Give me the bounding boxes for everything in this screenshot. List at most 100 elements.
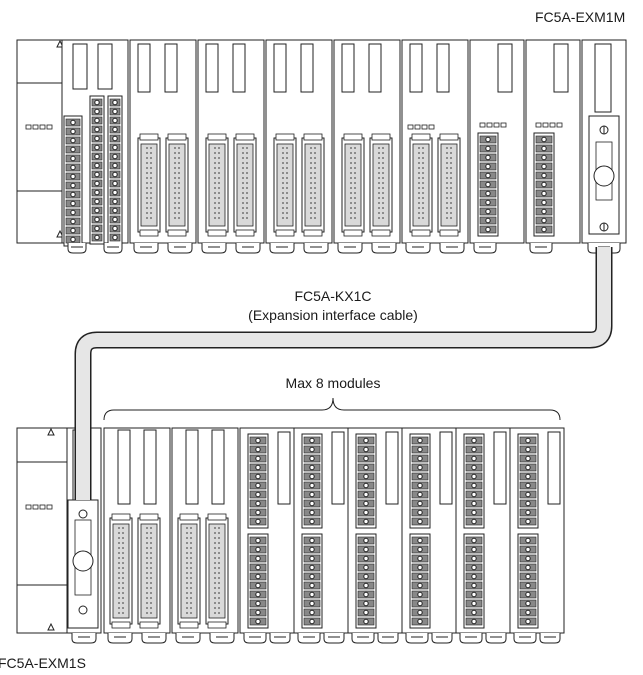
terminal-screw <box>485 154 491 161</box>
pin <box>190 582 192 584</box>
pin <box>314 207 316 209</box>
terminal-screw <box>309 482 315 489</box>
terminal-screw <box>70 200 76 207</box>
pin <box>186 612 188 614</box>
brace-line <box>103 397 561 421</box>
terminal-screw <box>112 126 118 133</box>
pin <box>350 207 352 209</box>
connector-latch-top <box>207 133 227 141</box>
pin <box>146 152 148 154</box>
pin <box>382 162 384 164</box>
pin <box>150 532 152 534</box>
terminal-screw <box>112 207 118 214</box>
pin <box>354 157 356 159</box>
pin <box>422 162 424 164</box>
pin <box>382 197 384 199</box>
connector-latch-bottom <box>167 229 187 237</box>
terminal-screw <box>485 145 491 152</box>
pin <box>246 202 248 204</box>
pin <box>146 157 148 159</box>
pin <box>418 197 420 199</box>
din-rail-hook <box>103 243 123 254</box>
pin <box>186 587 188 589</box>
pin <box>418 217 420 219</box>
terminal-screw <box>417 564 423 571</box>
terminal-strip-lower <box>517 533 539 629</box>
pin <box>150 577 152 579</box>
terminal-screw <box>70 128 76 135</box>
status-led <box>39 124 46 130</box>
pin <box>282 187 284 189</box>
din-rail-hook <box>107 633 133 644</box>
io-connector <box>233 133 257 237</box>
terminal-screw <box>112 234 118 241</box>
terminal-screw <box>363 437 369 444</box>
pin <box>314 152 316 154</box>
connector-face <box>208 523 226 619</box>
cpu-slot <box>97 43 113 90</box>
terminal-screw <box>94 171 100 178</box>
connector-latch-top <box>179 513 199 521</box>
terminal-screw <box>112 216 118 223</box>
pin <box>150 612 152 614</box>
pin <box>214 527 216 529</box>
terminal-screw <box>112 153 118 160</box>
terminal-strip-upper <box>409 433 431 529</box>
module-slot <box>341 43 355 93</box>
pin <box>314 147 316 149</box>
upper-rack <box>16 39 627 254</box>
pin <box>214 192 216 194</box>
terminal-screw <box>255 491 261 498</box>
status-led <box>549 122 556 128</box>
pin <box>178 217 180 219</box>
status-led <box>428 124 435 130</box>
pin <box>190 542 192 544</box>
terminal-screw <box>255 464 261 471</box>
connector-face <box>208 143 226 227</box>
terminal-screw <box>417 537 423 544</box>
pin <box>450 217 452 219</box>
pin <box>310 182 312 184</box>
terminal-screw <box>363 500 369 507</box>
terminal-screw <box>70 236 76 243</box>
pin <box>446 197 448 199</box>
pin <box>150 187 152 189</box>
terminal-screw <box>485 181 491 188</box>
pin <box>150 527 152 529</box>
terminal-screw <box>309 518 315 525</box>
pin <box>218 562 220 564</box>
pin <box>218 577 220 579</box>
cpu-slot <box>72 43 88 90</box>
pin <box>282 212 284 214</box>
connector-latch-top <box>111 513 131 521</box>
status-led <box>542 122 549 128</box>
pin <box>186 557 188 559</box>
pin <box>122 527 124 529</box>
pin <box>310 187 312 189</box>
din-rail-hook <box>439 243 465 254</box>
terminal-screw <box>471 555 477 562</box>
pin <box>218 557 220 559</box>
terminal-screw <box>255 609 261 616</box>
terminal-screw <box>70 218 76 225</box>
module-slot <box>385 431 399 505</box>
pin <box>422 172 424 174</box>
pin <box>382 147 384 149</box>
pin <box>118 582 120 584</box>
pin <box>150 592 152 594</box>
pin <box>246 167 248 169</box>
pin <box>122 572 124 574</box>
din-rail-hook <box>175 633 201 644</box>
terminal-screw <box>363 518 369 525</box>
terminal-screw <box>525 446 531 453</box>
terminal-screw <box>363 618 369 625</box>
pin <box>218 572 220 574</box>
pin <box>174 217 176 219</box>
terminal-screw <box>255 518 261 525</box>
pin <box>174 207 176 209</box>
pin <box>186 537 188 539</box>
pin <box>282 152 284 154</box>
connector-latch-top <box>343 133 363 141</box>
pin <box>122 562 124 564</box>
pin <box>214 167 216 169</box>
